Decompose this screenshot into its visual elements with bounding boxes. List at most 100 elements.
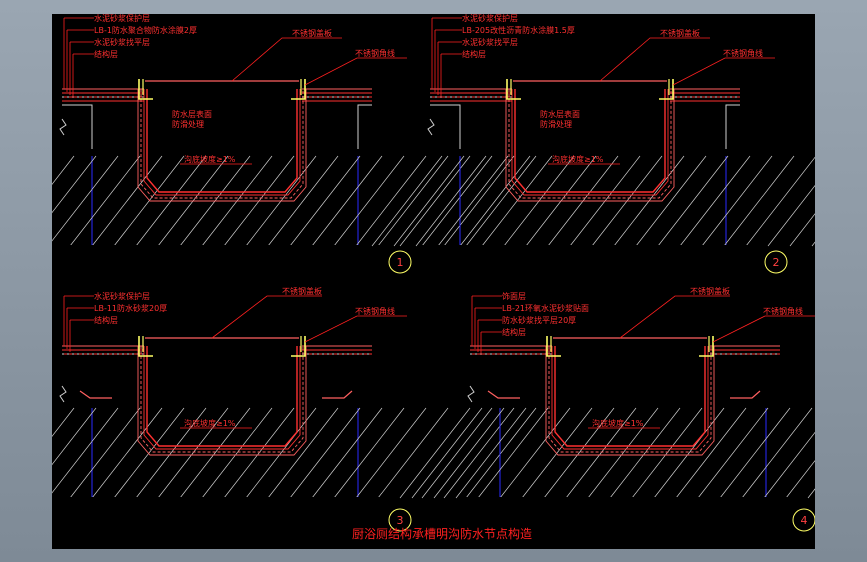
hatch-line [355, 407, 427, 499]
hatch-line [789, 213, 815, 247]
hatch-line [811, 241, 815, 247]
hatch-line [201, 407, 273, 499]
steel-angle-left [506, 79, 521, 100]
cover-leader [619, 295, 730, 339]
detail-number-circle [792, 508, 815, 532]
layer-label: 水泥砂浆保护层 [94, 14, 150, 23]
cover-label: 不锈钢盖板 [660, 28, 700, 38]
trench-layer [146, 89, 298, 193]
hatch-line [91, 407, 163, 499]
hatch-line [653, 407, 725, 499]
hatch-line [69, 155, 141, 247]
layer-label: 水泥砂浆保护层 [94, 291, 150, 301]
hatch-line [465, 155, 537, 247]
hatch-line [719, 407, 791, 499]
cover-leader [231, 37, 342, 82]
treatment-label-line: 防滑处理 [172, 119, 204, 129]
hatch-line [767, 185, 815, 247]
hatch-line [377, 407, 449, 499]
hatch-line [697, 407, 769, 499]
hatch-line [443, 155, 515, 247]
detail-number: 4 [801, 514, 808, 527]
hatch-line [433, 407, 505, 499]
hatch-line [521, 407, 593, 499]
hatch-line [52, 155, 75, 185]
mask-bottom [52, 245, 392, 285]
steel-angle-left [138, 336, 153, 357]
fillet-left [79, 390, 112, 399]
layer-label: LB-21环氧水泥砂浆贴面 [502, 303, 589, 313]
steel-angle-right [659, 79, 674, 100]
hatch-line [399, 407, 471, 499]
angle-label: 不锈钢角线 [763, 306, 803, 316]
cover-leader [599, 37, 710, 82]
hatch-line [587, 407, 659, 499]
hatch-line [421, 407, 493, 499]
hatch-line [701, 155, 773, 247]
detail-1: 水泥砂浆保护层LB-1防水聚合物防水涂膜2厚水泥砂浆找平层结构层不锈钢盖板不锈钢… [52, 14, 537, 285]
mask-bottom [420, 245, 760, 285]
steel-angle-right [699, 336, 714, 357]
hatch-line [245, 407, 317, 499]
angle-label: 不锈钢角线 [723, 48, 763, 58]
trench-layer [505, 89, 675, 202]
angle-leader [304, 315, 407, 343]
concrete-hatch [52, 155, 537, 247]
concrete-hatch [52, 407, 537, 499]
detail-group: 水泥砂浆保护层LB-1防水聚合物防水涂膜2厚水泥砂浆找平层结构层不锈钢盖板不锈钢… [52, 14, 815, 537]
steel-angle-right [291, 79, 306, 100]
angle-leader [672, 57, 775, 86]
hatch-line [52, 407, 75, 437]
layer-label: LB-11防水砂浆20厚 [94, 303, 167, 313]
slope-label: 沟底坡度≥1% [592, 418, 644, 428]
layer-label: 结构层 [94, 315, 118, 325]
hatch-line [135, 407, 207, 499]
hatch-line [311, 407, 383, 499]
treatment-label-line: 防滑处理 [540, 119, 572, 129]
trench-layer [137, 89, 307, 202]
detail-drawing: 水泥砂浆保护层LB-1防水聚合物防水涂膜2厚水泥砂浆找平层结构层不锈钢盖板不锈钢… [52, 14, 815, 541]
fillet-left [487, 390, 520, 399]
hatch-line [415, 155, 487, 247]
break-line [59, 118, 67, 136]
detail-4: 饰面层LB-21环氧水泥砂浆贴面防水砂浆找平层20厚结构层不锈钢盖板不锈钢角线沟… [411, 286, 815, 537]
detail-number: 1 [397, 256, 404, 269]
slab-edge-left [430, 104, 461, 149]
trench-layer [140, 89, 304, 199]
trench-layer [545, 346, 715, 456]
slope-label: 沟底坡度≥1% [552, 154, 604, 164]
hatch-line [393, 155, 465, 247]
layer-label: 水泥砂浆保护层 [462, 14, 518, 23]
steel-angle-left [138, 79, 153, 100]
hatch-line [52, 407, 97, 466]
hatch-line [635, 155, 707, 247]
hatch-line [499, 407, 571, 499]
hatch-line [465, 407, 537, 499]
hatch-line [443, 407, 515, 499]
hatch-line [763, 431, 815, 499]
hatch-line [459, 155, 531, 247]
trench-layer [551, 346, 709, 450]
trench-layer [140, 346, 304, 453]
hatch-line [675, 407, 747, 499]
layer-label: 结构层 [502, 327, 526, 337]
hatch-line [399, 155, 471, 247]
cover-leader [211, 295, 322, 339]
hatch-line [157, 407, 229, 499]
hatch-line [179, 407, 251, 499]
hatch-line [113, 407, 185, 499]
hatch-line [421, 155, 493, 247]
hatch-line [807, 488, 815, 499]
hatch-line [267, 155, 339, 247]
hatch-line [723, 155, 795, 247]
hatch-line [741, 407, 813, 499]
hatch-line [289, 407, 361, 499]
treatment-label-line: 防水层表面 [172, 109, 212, 119]
slope-label: 沟底坡度≥1% [184, 418, 236, 428]
trench-layer [514, 89, 666, 193]
layer-label: LB-1防水聚合物防水涂膜2厚 [94, 25, 197, 35]
detail-number-circle [764, 250, 788, 274]
steel-angle-left [546, 336, 561, 357]
